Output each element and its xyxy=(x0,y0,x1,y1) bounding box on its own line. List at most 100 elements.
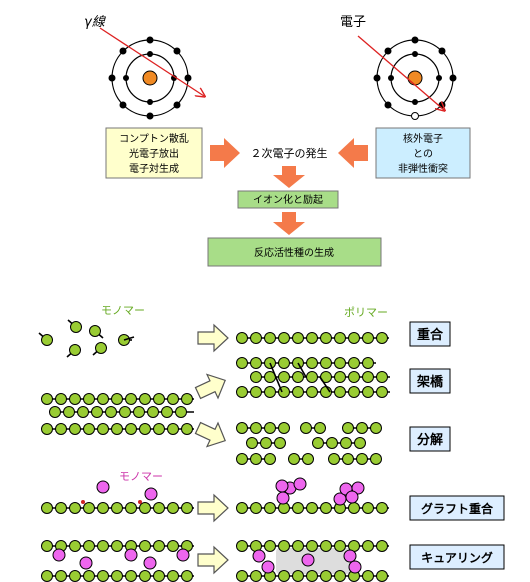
svg-text:との: との xyxy=(413,148,433,160)
monomer-bead xyxy=(292,502,304,514)
monomer-bead xyxy=(139,393,151,405)
monomer-bead xyxy=(161,406,173,418)
ionization-box xyxy=(237,190,339,209)
monomer-bead xyxy=(314,422,326,434)
graft-monomer xyxy=(144,487,158,501)
monomer-bead xyxy=(111,540,123,552)
monomer-bead xyxy=(342,422,354,434)
process-arrow-icon xyxy=(197,493,229,523)
nucleus-icon xyxy=(407,70,423,86)
monomer-bead xyxy=(41,570,53,582)
svg-text:電子対生成: 電子対生成 xyxy=(129,162,179,175)
monomer-bead xyxy=(133,406,145,418)
monomer-bead xyxy=(153,570,165,582)
monomer-bead xyxy=(340,437,352,449)
gamma-label: γ線 xyxy=(84,15,107,30)
monomer-bead xyxy=(250,570,262,582)
monomer-bead xyxy=(348,502,360,514)
monomer-bead xyxy=(348,357,360,369)
monomer-bead xyxy=(153,540,165,552)
grafted-monomer xyxy=(293,477,307,491)
monomer-bead xyxy=(320,570,332,582)
monomer-bead xyxy=(83,423,95,435)
monomer-bead xyxy=(55,570,67,582)
monomer-bead xyxy=(97,540,109,552)
monomer-bead xyxy=(125,570,137,582)
monomer-bead xyxy=(250,386,262,398)
monomer-bead xyxy=(264,453,276,465)
monomer-bead xyxy=(334,386,346,398)
monomer-bead xyxy=(181,502,193,514)
svg-text:核外電子: 核外電子 xyxy=(403,132,443,145)
ejected-electron-hole xyxy=(411,112,419,120)
cured-monomer xyxy=(301,553,315,567)
monomer-bead xyxy=(69,502,81,514)
monomer-bead xyxy=(125,393,137,405)
monomer-bead xyxy=(370,453,382,465)
monomer-bead xyxy=(97,423,109,435)
monomer-bead xyxy=(139,540,151,552)
monomer-bead xyxy=(250,453,262,465)
svg-text:光電子放出: 光電子放出 xyxy=(129,147,179,160)
arrow-shape xyxy=(194,373,226,400)
monomer-bead xyxy=(97,570,109,582)
monomer-bead xyxy=(264,502,276,514)
monomer-bead xyxy=(292,386,304,398)
monomer-bead xyxy=(278,422,290,434)
electron-label: 電子 xyxy=(340,15,366,30)
monomer-bead xyxy=(320,332,332,344)
resin-monomer xyxy=(176,548,190,562)
monomer-bead xyxy=(55,502,67,514)
monomer-bead xyxy=(125,423,137,435)
monomer-bead xyxy=(370,422,382,434)
monomer-bead xyxy=(376,332,388,344)
monomer-bead xyxy=(167,540,179,552)
monomer-bead xyxy=(139,423,151,435)
monomer-bead xyxy=(97,393,109,405)
process-arrow-icon xyxy=(194,373,226,400)
nucleus-icon xyxy=(142,70,158,86)
monomer-bead xyxy=(260,437,272,449)
radical-site xyxy=(81,500,85,504)
svg-text:分解: 分解 xyxy=(417,432,443,448)
monomer-bead xyxy=(376,540,388,552)
monomer-bead xyxy=(236,332,248,344)
monomer-bead xyxy=(55,423,67,435)
monomer-bead xyxy=(306,540,318,552)
monomer-molecule xyxy=(95,342,107,354)
monomer-bead xyxy=(292,540,304,552)
svg-text:重合: 重合 xyxy=(417,327,444,343)
monomer-bead xyxy=(69,540,81,552)
monomer-bead xyxy=(264,386,276,398)
process-label-crosslinking: 架橋 xyxy=(409,368,451,394)
monomer-bead xyxy=(167,502,179,514)
monomer-bead xyxy=(362,332,374,344)
secondary-electron-label: ２次電子の発生 xyxy=(251,146,328,160)
monomer-tail xyxy=(123,336,135,341)
monomer-bead xyxy=(292,332,304,344)
active-species-label: 反応活性種の生成 xyxy=(254,246,334,259)
monomer-bead xyxy=(250,422,262,434)
monomer-bead xyxy=(111,393,123,405)
monomer-bead xyxy=(63,406,75,418)
monomer-bead xyxy=(83,570,95,582)
monomer-bead xyxy=(111,423,123,435)
monomer-bead xyxy=(119,406,131,418)
monomer-bead xyxy=(300,422,312,434)
gamma-ray-arrow xyxy=(99,27,204,96)
monomer-bead xyxy=(41,393,53,405)
monomer-bead xyxy=(83,502,95,514)
monomer-label: モノマー xyxy=(101,304,145,317)
monomer-bead xyxy=(111,502,123,514)
monomer-bead xyxy=(236,540,248,552)
monomer-bead xyxy=(250,502,262,514)
ionization-label: イオン化と励起 xyxy=(253,193,323,206)
monomer-bead xyxy=(49,406,61,418)
monomer-bead xyxy=(278,570,290,582)
arrow-down-icon xyxy=(273,212,305,235)
monomer-bead xyxy=(306,386,318,398)
monomer-bead xyxy=(111,570,123,582)
monomer-bead xyxy=(278,357,290,369)
monomer-bead xyxy=(55,393,67,405)
